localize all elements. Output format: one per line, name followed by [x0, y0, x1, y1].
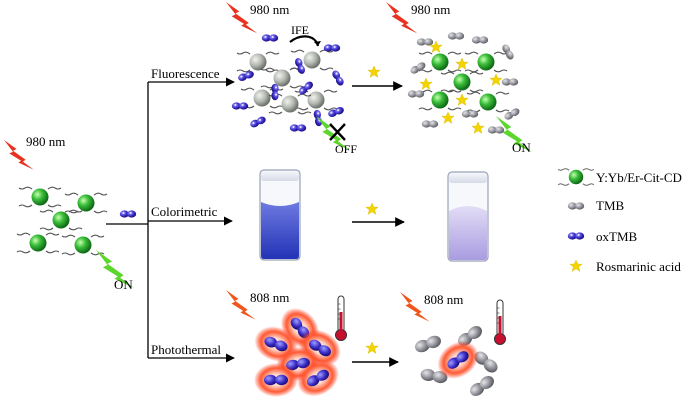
on-label: ON [114, 277, 133, 292]
off-cross-icon [329, 123, 346, 141]
colorimetric-transition [352, 202, 405, 227]
legend-label: Y:Yb/Er-Cit-CD [596, 170, 682, 185]
legend-label: TMB [596, 198, 625, 213]
thermometer-warm-icon [494, 299, 506, 345]
laser-bolt-icon [226, 290, 256, 320]
colorimetric-light-cuvette [447, 171, 489, 262]
legend-item: oxTMB [567, 229, 638, 244]
excitation-label: 808 nm [424, 292, 463, 307]
branch-colorimetric: Colorimetric [151, 204, 218, 219]
rosmarinic-acid-star-icon [367, 65, 381, 78]
off-label: OFF [335, 142, 357, 156]
emission-bolt-icon [316, 116, 351, 151]
thermometer-hot-icon [335, 295, 347, 341]
excitation-label: 808 nm [250, 290, 289, 305]
left-excitation: 980 nm [4, 134, 65, 170]
fluorescence-transition [352, 65, 403, 91]
rosmarinic-acid-star-icon [365, 202, 379, 215]
excitation-label: 980 nm [26, 134, 65, 149]
rosmarinic-acid-star-icon [365, 341, 379, 354]
branch-fluorescence: Fluorescence [151, 66, 220, 81]
nanoparticle-cluster [16, 186, 108, 256]
photothermal-right-panel: 808 nm [400, 292, 506, 399]
branch-lines [106, 77, 235, 363]
oxtmb-icon [567, 232, 585, 240]
laser-bolt-icon [4, 140, 34, 170]
ife-label: IFE [291, 23, 309, 37]
branch-photothermal: Photothermal [151, 342, 221, 357]
laser-bolt-icon [400, 292, 430, 322]
laser-bolt-icon [386, 2, 418, 34]
photothermal-left-panel: 808 nm [226, 290, 348, 404]
ife-arrow-icon [289, 35, 320, 47]
emission-bolt-icon [96, 250, 134, 288]
legend: Y:Yb/Er-Cit-CD TMB oxTMB Rosmarinic acid [557, 168, 682, 274]
star-icon [569, 259, 583, 272]
fluorescence-on-panel: 980 nm [386, 2, 533, 155]
oxtmb-icon [119, 210, 137, 218]
on-label: ON [512, 140, 531, 155]
legend-label: oxTMB [596, 229, 638, 244]
fluorescence-off-panel: 980 nm IFE [226, 2, 357, 156]
emission-bolt-icon [496, 116, 533, 153]
excitation-label: 980 nm [250, 2, 289, 17]
quenched-nanoparticles [236, 49, 338, 115]
legend-item: Rosmarinic acid [569, 259, 681, 274]
glowing-oxtmb [249, 300, 348, 404]
excitation-label: 980 nm [411, 2, 450, 17]
legend-item: Y:Yb/Er-Cit-CD [557, 168, 682, 186]
colorimetric-dark-cuvette [259, 169, 301, 261]
tmb-icon [567, 202, 585, 210]
legend-item: TMB [567, 198, 625, 213]
legend-label: Rosmarinic acid [596, 259, 681, 274]
photothermal-transition [352, 341, 399, 367]
nanoparticle-icon [557, 168, 595, 186]
laser-bolt-icon [226, 2, 258, 34]
